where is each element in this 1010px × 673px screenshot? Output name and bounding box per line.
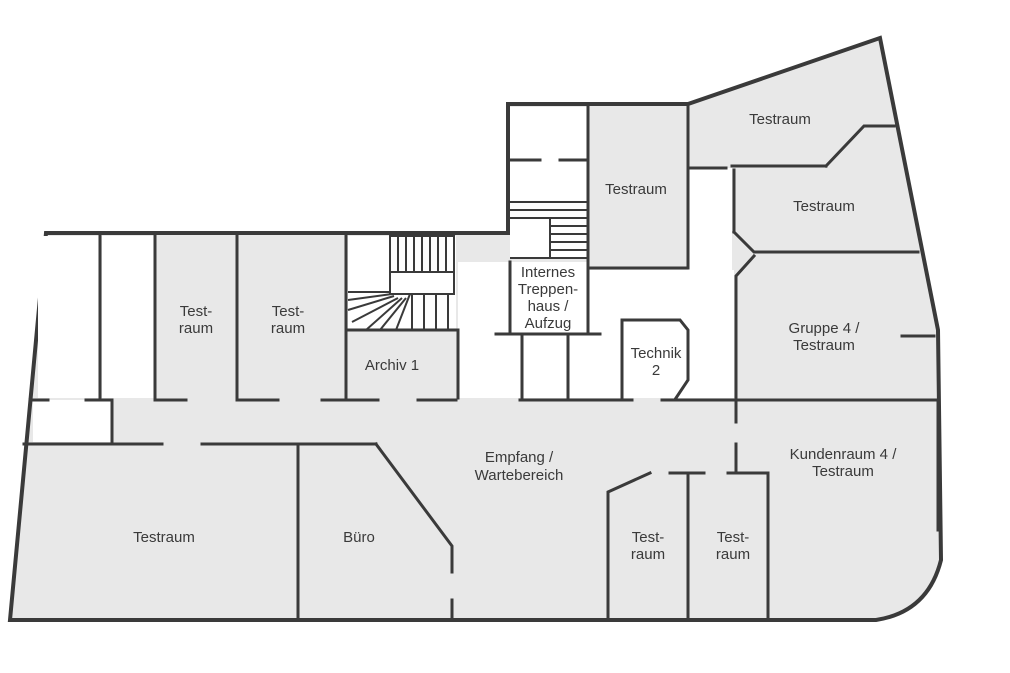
label-testraum-a-2: raum [179,320,213,337]
label-internes-3: haus / [528,298,570,315]
label-empfang-1: Empfang / [485,449,554,466]
label-kunden-2: Testraum [812,463,874,480]
label-testraum-b-1: Test- [272,303,305,320]
corridor-left-3 [33,400,113,442]
label-testraum-c-1: Test- [632,529,665,546]
label-testraum-top-right: Testraum [749,111,811,128]
label-internes-2: Treppen- [518,281,578,298]
label-testraum-a-1: Test- [180,303,213,320]
label-archiv: Archiv 1 [365,357,419,374]
label-empfang-2: Wartebereich [475,467,564,484]
label-gruppe-1: Gruppe 4 / [789,320,861,337]
label-testraum-c-2: raum [631,546,665,563]
hall-white-2 [588,270,734,398]
label-testraum-bottom-left: Testraum [133,529,195,546]
label-kunden-1: Kundenraum 4 / [790,446,898,463]
label-testraum-right-upper: Testraum [793,198,855,215]
corridor-left-1 [38,236,100,398]
label-gruppe-2: Testraum [793,337,855,354]
label-buero: Büro [343,529,375,546]
label-internes-1: Internes [521,264,575,281]
label-testraum-center-top: Testraum [605,181,667,198]
label-technik-1: Technik [631,345,682,362]
label-testraum-d-2: raum [716,546,750,563]
label-testraum-d-1: Test- [717,529,750,546]
label-technik-2: 2 [652,362,660,379]
interior-walls [22,105,940,620]
corridor-left-2 [102,236,154,398]
stairs-upper [510,201,588,259]
hall-white-3 [688,168,732,272]
label-internes-4: Aufzug [525,315,572,332]
stairs-left [347,235,455,331]
label-testraum-b-2: raum [271,320,305,337]
